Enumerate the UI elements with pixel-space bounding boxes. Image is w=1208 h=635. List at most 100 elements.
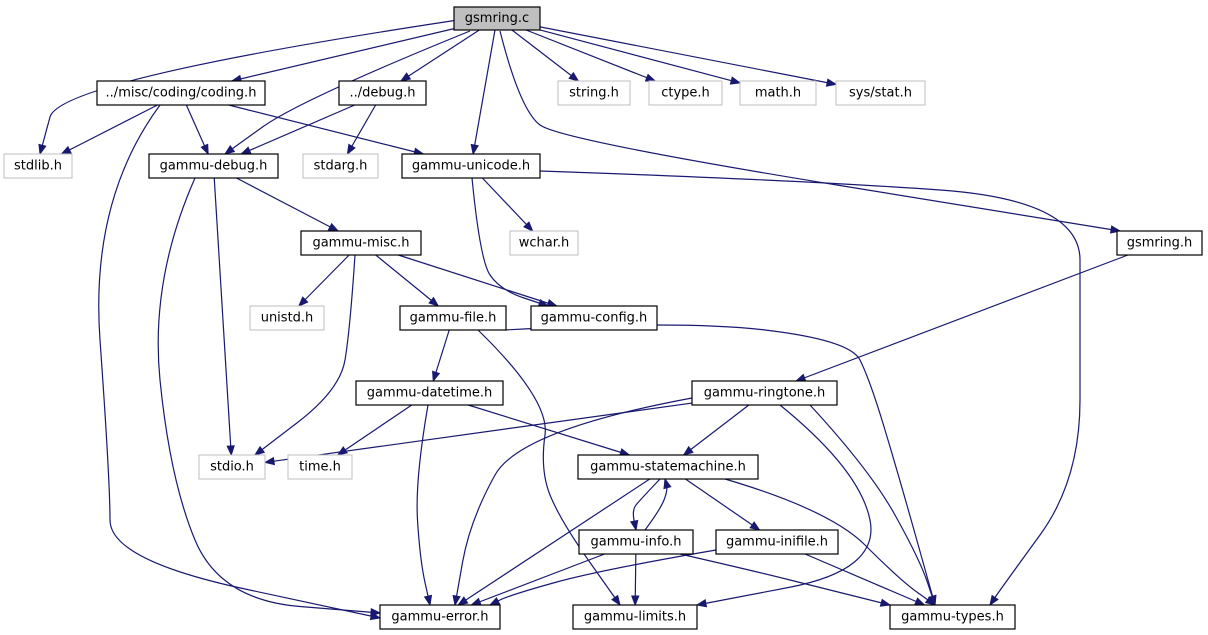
edge-line bbox=[224, 30, 471, 155]
edge-coding_h-to-gammu_error_h bbox=[98, 104, 382, 621]
node-label: gammu-config.h bbox=[541, 311, 648, 326]
edge-line bbox=[39, 19, 459, 155]
node-box bbox=[691, 380, 838, 406]
edge-line bbox=[228, 104, 424, 155]
node-label: gammu-misc.h bbox=[312, 236, 409, 251]
edge-gammu_statemachine_h-to-gammu_info_h-arrowhead bbox=[629, 519, 639, 532]
edge-line bbox=[98, 104, 381, 619]
node-gammu-datetime-h[interactable]: gammu-datetime.h bbox=[355, 380, 504, 406]
nodes-layer: gsmring.c../misc/coding/coding.h../debug… bbox=[3, 6, 1203, 630]
node-label: wchar.h bbox=[519, 236, 570, 251]
node-gammu-file-h[interactable]: gammu-file.h bbox=[399, 305, 507, 331]
node-coding-h[interactable]: ../misc/coding/coding.h bbox=[96, 80, 266, 106]
edge-gsmring_c-to-gsmring_h bbox=[499, 30, 1122, 234]
edge-gammu_debug_h-to-gammu_misc_h bbox=[236, 177, 340, 232]
node-gammu-debug-h[interactable]: gammu-debug.h bbox=[148, 153, 279, 179]
node-sysstat-h: sys/stat.h bbox=[835, 80, 926, 106]
node-box bbox=[453, 6, 541, 31]
node-box bbox=[557, 80, 631, 106]
edge-line bbox=[809, 404, 936, 606]
node-gammu-inifile-h[interactable]: gammu-inifile.h bbox=[715, 529, 839, 555]
edge-gsmring_c-to-gammu_unicode_h bbox=[470, 29, 496, 156]
node-gammu-ringtone-h[interactable]: gammu-ringtone.h bbox=[691, 380, 838, 406]
edge-line bbox=[337, 404, 413, 456]
node-stdio-h: stdio.h bbox=[198, 454, 266, 480]
edge-gammu_inifile_h-to-gammu_types_h-arrowhead bbox=[914, 597, 926, 606]
edge-line bbox=[477, 329, 621, 606]
edge-gammu_info_h-to-gammu_error_h bbox=[470, 553, 605, 606]
edge-gammu_debug_h-to-gammu_error_h-arrowhead bbox=[370, 608, 382, 617]
edge-gsmring_h-to-gammu_ringtone_h-arrowhead bbox=[794, 373, 807, 382]
edge-gammu_statemachine_h-to-gammu_error_h bbox=[457, 478, 651, 606]
node-box bbox=[249, 305, 325, 331]
node-label: ../debug.h bbox=[349, 86, 415, 101]
edge-line bbox=[472, 29, 496, 155]
edge-line bbox=[157, 177, 381, 614]
edge-gammu_info_h-to-gammu_statemachine_h bbox=[644, 477, 672, 531]
node-box bbox=[96, 80, 266, 106]
node-label: gammu-datetime.h bbox=[367, 386, 493, 401]
node-label: gammu-unicode.h bbox=[412, 159, 530, 174]
node-box bbox=[355, 380, 504, 406]
edge-gammu_file_h-to-gammu_datetime_h bbox=[432, 329, 450, 383]
node-gammu-misc-h[interactable]: gammu-misc.h bbox=[300, 230, 422, 256]
edge-line bbox=[539, 26, 837, 85]
node-label: stdio.h bbox=[210, 460, 254, 475]
edge-gsmring_c-to-gammu_unicode_h-arrowhead bbox=[470, 143, 479, 156]
edge-gammu_inifile_h-to-gammu_types_h bbox=[804, 553, 926, 606]
edge-line bbox=[467, 404, 630, 456]
edge-line bbox=[61, 104, 158, 155]
edge-coding_h-to-stdlib_h-arrowhead bbox=[60, 145, 72, 155]
edge-gammu_info_h-to-gammu_error_h-arrowhead bbox=[470, 597, 482, 606]
edge-line bbox=[724, 478, 936, 606]
edge-gsmring_c-to-stdlib_h-arrowhead bbox=[38, 143, 47, 156]
node-gammu-statemachine-h[interactable]: gammu-statemachine.h bbox=[577, 454, 759, 480]
node-gammu-unicode-h[interactable]: gammu-unicode.h bbox=[401, 153, 541, 179]
node-box bbox=[198, 454, 266, 480]
edge-gammu_datetime_h-to-time_h-arrowhead bbox=[336, 446, 348, 456]
node-label: time.h bbox=[299, 460, 341, 475]
node-stdarg-h: stdarg.h bbox=[302, 153, 379, 179]
edge-line bbox=[375, 254, 439, 307]
node-label: stdlib.h bbox=[14, 159, 62, 174]
node-math-h: math.h bbox=[739, 80, 817, 106]
node-box bbox=[300, 230, 422, 256]
edge-gammu_unicode_h-to-gammu_types_h-arrowhead bbox=[989, 594, 999, 607]
edge-debug_h-to-stdarg_h bbox=[346, 104, 377, 156]
node-gammu-limits-h[interactable]: gammu-limits.h bbox=[572, 604, 698, 630]
node-label: ctype.h bbox=[661, 86, 710, 101]
edge-gammu_statemachine_h-to-gammu_error_h-arrowhead bbox=[457, 596, 469, 606]
edge-line bbox=[298, 254, 350, 307]
node-box bbox=[401, 153, 541, 179]
edge-line bbox=[454, 397, 693, 606]
node-label: unistd.h bbox=[261, 311, 314, 326]
node-label: gammu-file.h bbox=[410, 311, 497, 326]
edge-gsmring_c-to-stdlib_h bbox=[38, 19, 459, 156]
edge-gsmring_h-to-gammu_ringtone_h bbox=[794, 254, 1129, 382]
edge-line bbox=[539, 29, 741, 84]
edge-line bbox=[644, 478, 668, 531]
node-box bbox=[889, 604, 1016, 630]
edge-gammu_datetime_h-to-gammu_error_h-arrowhead bbox=[423, 594, 433, 607]
edge-line bbox=[213, 177, 232, 456]
node-gsmring-h[interactable]: gsmring.h bbox=[1116, 230, 1203, 256]
edge-gammu_misc_h-to-stdio_h bbox=[253, 254, 356, 456]
edge-gsmring_c-to-debug_h-arrowhead bbox=[399, 72, 412, 82]
node-gammu-info-h[interactable]: gammu-info.h bbox=[578, 529, 694, 555]
node-box bbox=[1116, 230, 1203, 256]
edge-gsmring_c-to-string_h bbox=[511, 29, 580, 82]
node-gammu-error-h[interactable]: gammu-error.h bbox=[379, 604, 501, 630]
edge-line bbox=[795, 254, 1129, 382]
node-debug-h[interactable]: ../debug.h bbox=[338, 80, 427, 106]
edge-gammu_ringtone_h-to-gammu_statemachine_h bbox=[682, 404, 750, 456]
node-label: sys/stat.h bbox=[849, 86, 912, 101]
node-gammu-config-h[interactable]: gammu-config.h bbox=[530, 305, 658, 331]
node-box bbox=[715, 529, 839, 555]
edge-gammu_file_h-to-gammu_datetime_h-arrowhead bbox=[432, 370, 441, 383]
edge-gammu_file_h-to-gammu_limits_h-arrowhead bbox=[611, 594, 621, 607]
node-box bbox=[577, 454, 759, 480]
node-box bbox=[530, 305, 658, 331]
node-gammu-types-h[interactable]: gammu-types.h bbox=[889, 604, 1016, 630]
edge-coding_h-to-gammu_debug_h bbox=[185, 104, 209, 156]
edge-line bbox=[539, 170, 1081, 606]
